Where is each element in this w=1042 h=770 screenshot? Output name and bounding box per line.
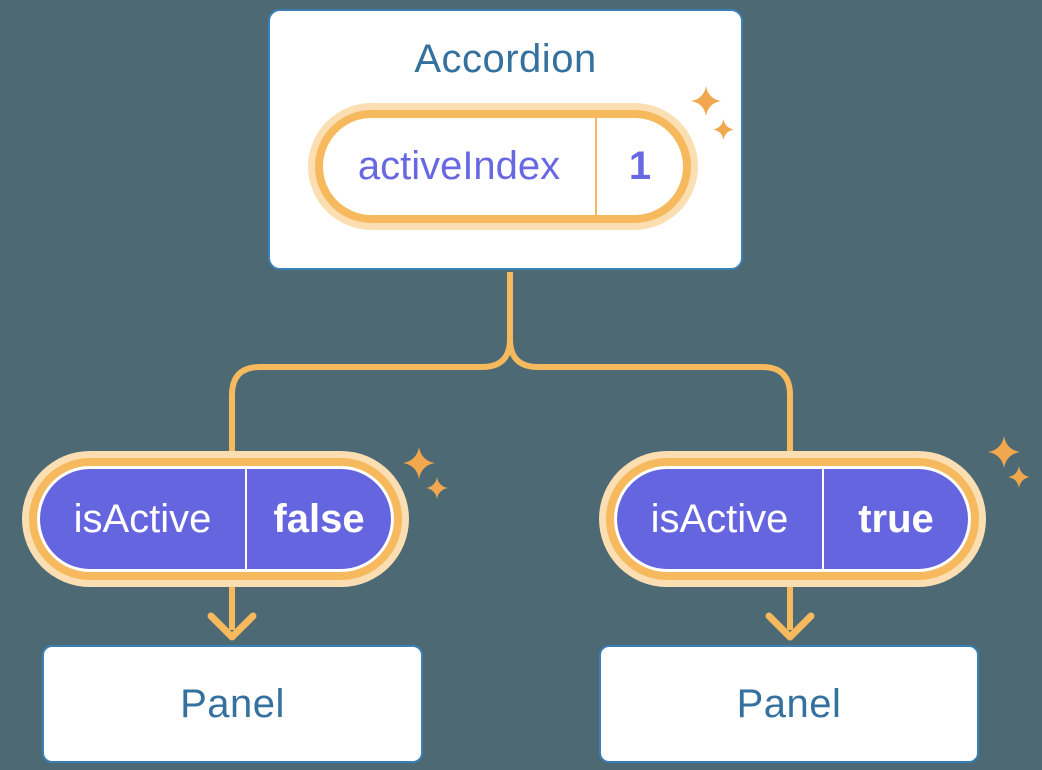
prop-pill-right: isActive true xyxy=(614,466,971,572)
left-branch-line xyxy=(229,272,513,630)
state-name-label: activeIndex xyxy=(357,144,561,188)
sparkle-icon xyxy=(426,477,448,499)
accordion-title: Accordion xyxy=(414,37,597,81)
panel-card-left: Panel xyxy=(42,645,423,763)
sparkle-icon xyxy=(403,447,435,479)
panel-card-right: Panel xyxy=(599,645,979,763)
sparkle-icon xyxy=(691,86,721,116)
prop-name-label: isActive xyxy=(73,496,212,541)
prop-value-label: true xyxy=(858,496,934,541)
state-value-label: 1 xyxy=(628,144,652,188)
sparkle-icon xyxy=(1008,466,1030,488)
prop-pill-divider xyxy=(245,469,247,569)
prop-name-label: isActive xyxy=(650,496,789,541)
right-branch-line xyxy=(507,272,793,630)
prop-pill-left: isActive false xyxy=(37,466,394,572)
sparkle-icon xyxy=(713,119,734,140)
sparkle-icon xyxy=(988,436,1020,468)
prop-pill-divider xyxy=(822,469,824,569)
right-arrowhead-icon xyxy=(765,612,815,641)
prop-value-label: false xyxy=(273,496,365,541)
state-pill-divider xyxy=(595,118,597,215)
panel-title: Panel xyxy=(180,681,285,726)
left-arrowhead-icon xyxy=(207,612,257,641)
state-pill: activeIndex 1 xyxy=(315,110,691,223)
panel-title: Panel xyxy=(736,681,842,726)
